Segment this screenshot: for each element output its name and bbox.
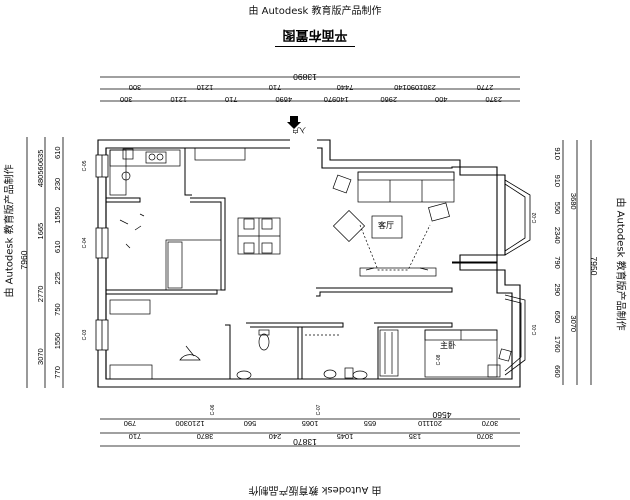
dim-right-total: 7950 — [589, 257, 599, 276]
dims-top-row1: 2770 2301090140 7440 710 1210 300 — [129, 83, 494, 92]
label-master-bedroom: 主卧 — [440, 340, 456, 350]
dim-value: 400 — [435, 95, 448, 104]
dim-value: 1065 — [302, 419, 319, 428]
dim-value: 790 — [553, 256, 562, 269]
kitchen — [109, 147, 246, 196]
label-entrance: 入户 — [292, 126, 306, 135]
side-windows — [95, 154, 109, 351]
outer-walls — [97, 139, 521, 388]
dim-value: 1550 — [53, 207, 62, 224]
dim-value: 3870 — [197, 432, 214, 441]
dim-value: 230 — [53, 178, 62, 191]
dim-bottom-span: 4560 — [432, 410, 451, 420]
bedroom-3 — [109, 299, 201, 380]
dim-top-total: 13890 — [293, 72, 317, 82]
dim-value: 290 — [553, 283, 562, 296]
window-tags: C-05C-04C-03 C-02C-01C-06 C-07 C-08 — [82, 160, 538, 415]
dim-value: 610 — [53, 241, 62, 254]
dims-left-row2: 610 230 1550 610 225 750 1550 770 — [53, 146, 62, 378]
dims-right-row2: 910 910 550 2340 790 290 650 1760 660 — [553, 147, 562, 377]
living-room — [332, 171, 455, 277]
dim-value: 3680 — [569, 193, 578, 210]
dim-value: 2770 — [477, 83, 494, 92]
dim-value: 560 — [244, 419, 257, 428]
dim-value: 1760 — [553, 336, 562, 353]
window-tag: C-07 — [316, 404, 322, 415]
dims-bottom-row1: 3070 201110 655 1065 560 1210300 790 — [124, 419, 499, 428]
label-living-room: 客厅 — [378, 220, 394, 230]
dim-value: 750 — [53, 303, 62, 316]
window-tag: C-06 — [210, 404, 216, 415]
dim-value: 660 — [553, 365, 562, 378]
dining-table — [237, 217, 281, 255]
dim-value: 2960 — [380, 95, 397, 104]
dim-bottom-total: 13870 — [293, 437, 317, 447]
dim-value: 7440 — [337, 83, 354, 92]
dim-value: 610 — [53, 146, 62, 159]
dim-value: 3070 — [36, 348, 45, 365]
dim-value: 140970 — [324, 95, 349, 104]
dim-value: 910 — [553, 175, 562, 188]
dim-value: 1665 — [36, 223, 45, 240]
entrance-arrow — [287, 116, 301, 129]
dim-value: 135 — [409, 432, 422, 441]
dim-value: 240 — [269, 432, 282, 441]
dim-value: 1045 — [337, 432, 354, 441]
dim-value: 2770 — [36, 286, 45, 303]
window-tag: C-02 — [532, 212, 538, 223]
dim-value: 300 — [120, 95, 133, 104]
bathrooms — [236, 329, 368, 380]
dim-value: 225 — [53, 272, 62, 285]
dim-value: 2301090140 — [394, 83, 436, 92]
window-tag: C-05 — [82, 160, 88, 171]
dims-left-row1: 480560635 1665 2770 3070 — [36, 150, 45, 365]
dim-value: 710 — [129, 432, 142, 441]
bay-windows — [504, 179, 531, 376]
window-tag: C-08 — [436, 354, 442, 365]
dim-value: 1210 — [170, 95, 187, 104]
dim-value: 1210 — [197, 83, 214, 92]
dim-value: 3070 — [482, 419, 499, 428]
dim-value: 550 — [553, 202, 562, 215]
dim-value: 910 — [553, 147, 562, 160]
window-tag: C-04 — [82, 237, 88, 248]
bedroom-2 — [119, 213, 222, 291]
dim-value: 650 — [553, 311, 562, 324]
dim-value: 790 — [124, 419, 137, 428]
dim-value: 3070 — [569, 315, 578, 332]
dim-value: 1210300 — [175, 419, 204, 428]
dims-top-row2: 2370 400 2960 140970 4690 710 1210 300 — [120, 95, 502, 104]
master-bedroom — [379, 329, 512, 378]
dim-value: 201110 — [418, 419, 442, 428]
dim-value: 710 — [225, 95, 238, 104]
watermark-top: 由 Autodesk 教育版产品制作 — [248, 6, 382, 17]
dim-value: 3070 — [477, 432, 494, 441]
dim-value: 2340 — [553, 227, 562, 244]
dim-value: 1550 — [53, 333, 62, 350]
window-tag: C-03 — [82, 329, 88, 340]
dim-value: 480560635 — [36, 150, 45, 188]
dim-value: 2370 — [485, 95, 502, 104]
dim-value: 710 — [269, 83, 282, 92]
dim-value: 770 — [53, 366, 62, 379]
dim-value: 655 — [364, 419, 377, 428]
dim-value: 300 — [129, 83, 142, 92]
interior-walls — [106, 148, 453, 379]
dim-value: 4690 — [275, 95, 292, 104]
dims-bottom-row2: 3070 135 1045 240 3870 710 — [129, 432, 494, 441]
dim-left-total: 7960 — [19, 250, 29, 269]
dims-right-row1: 3680 3070 — [569, 193, 578, 332]
window-tag: C-01 — [532, 324, 538, 335]
